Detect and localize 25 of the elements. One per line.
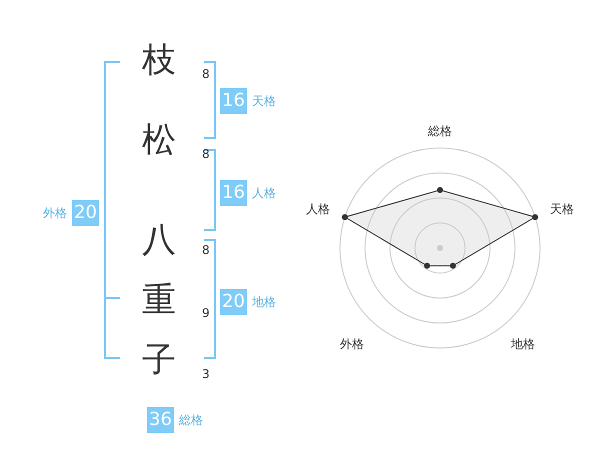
score-label: 人格 — [252, 186, 276, 200]
score-badge: 20 — [220, 289, 247, 315]
name-character: 子 — [142, 340, 176, 380]
axis-label: 地格 — [511, 337, 535, 351]
stroke-count: 3 — [202, 367, 210, 381]
axis-label: 総格 — [428, 124, 452, 138]
name-character: 松 — [142, 120, 176, 160]
axis-label: 人格 — [306, 202, 330, 216]
stroke-count: 8 — [202, 147, 210, 161]
score-label: 総格 — [179, 413, 203, 427]
score-label: 天格 — [252, 94, 276, 108]
name-character: 八 — [142, 220, 176, 260]
score-badge: 20 — [72, 200, 99, 226]
score-badge: 16 — [220, 180, 247, 206]
score-badge: 36 — [147, 407, 174, 433]
axis-label: 天格 — [550, 202, 574, 216]
score-badge: 16 — [220, 88, 247, 114]
axis-label: 外格 — [340, 337, 364, 351]
score-label: 地格 — [252, 295, 276, 309]
score-label: 外格 — [43, 206, 67, 220]
stroke-count: 9 — [202, 306, 210, 320]
stroke-count: 8 — [202, 243, 210, 257]
name-character: 枝 — [142, 40, 176, 80]
stroke-count: 8 — [202, 67, 210, 81]
name-character: 重 — [142, 280, 176, 320]
